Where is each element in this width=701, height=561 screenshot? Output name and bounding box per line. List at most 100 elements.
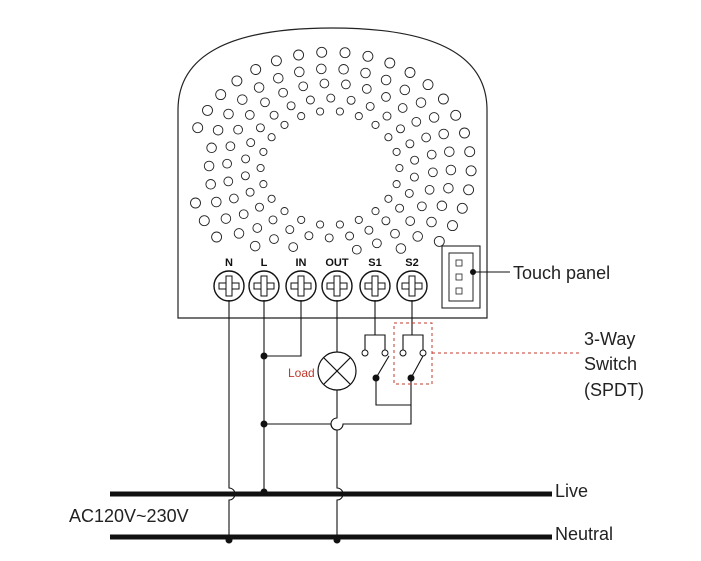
vent-hole (365, 101, 375, 111)
vent-hole (326, 93, 336, 103)
terminal-screw-n (213, 270, 245, 302)
vent-hole (238, 209, 249, 220)
vent-hole (203, 160, 215, 172)
vent-hole (192, 122, 204, 134)
vent-hole (456, 202, 468, 214)
terminal-screw-s1 (359, 270, 391, 302)
vent-hole (436, 200, 448, 212)
vent-hole (304, 231, 314, 241)
vent-hole (223, 176, 234, 187)
vent-hole (297, 215, 306, 224)
terminal-screw-out (321, 270, 353, 302)
terminal-screw-in (285, 270, 317, 302)
vent-hole (198, 215, 210, 227)
vent-hole (285, 225, 295, 235)
vent-hole (269, 110, 279, 120)
voltage-label: AC120V~230V (69, 506, 189, 526)
vent-hole (381, 92, 391, 102)
vent-hole (278, 87, 288, 98)
vent-hole (324, 233, 334, 243)
vent-hole (286, 101, 296, 111)
vent-hole (395, 203, 405, 213)
wires (228, 300, 580, 540)
vent-hole (392, 147, 401, 156)
vent-hole (380, 74, 392, 86)
vent-hole (269, 234, 279, 244)
vent-hole (382, 111, 392, 121)
vent-hole (260, 97, 270, 108)
vent-hole (445, 164, 457, 176)
vent-hole (255, 123, 265, 133)
vent-hole (399, 84, 411, 96)
vent-hole (316, 220, 325, 229)
vent-hole (297, 112, 306, 121)
vent-hole (215, 89, 227, 101)
vent-hole (362, 50, 374, 62)
wire-n-neutral (228, 300, 236, 540)
vent-hole (288, 242, 299, 252)
vent-hole (450, 109, 462, 121)
vent-hole (381, 216, 391, 226)
vent-hole (335, 220, 344, 229)
vent-hole (426, 216, 437, 228)
vent-hole (250, 64, 262, 75)
vent-hole (354, 215, 363, 224)
vent-hole (253, 82, 265, 93)
wire-load-neutral (330, 390, 344, 540)
vent-hole (447, 220, 458, 232)
vent-hole (410, 155, 420, 165)
vent-hole (444, 146, 455, 157)
vent-hole (244, 110, 255, 120)
vent-hole (415, 97, 427, 108)
switch-junctions (372, 374, 415, 382)
vent-hole (241, 154, 251, 164)
vent-hole (396, 124, 405, 134)
vent-hole (428, 112, 440, 123)
wire-s2 (402, 300, 413, 350)
vent-hole (316, 63, 327, 75)
touch-panel-connector (441, 245, 510, 309)
vent-hole (364, 225, 374, 235)
vent-hole (211, 196, 222, 208)
vent-hole (252, 223, 263, 233)
vent-hole (229, 193, 239, 204)
wire-s1 (364, 300, 376, 350)
vent-hole (351, 244, 362, 255)
vent-hole (319, 78, 330, 89)
vent-hole (293, 49, 305, 61)
vent-hole (205, 179, 216, 190)
vent-holes (190, 46, 477, 255)
vent-hole (259, 147, 268, 156)
vent-hole (405, 216, 416, 226)
vent-hole (421, 132, 431, 143)
vent-hole (346, 95, 356, 105)
vent-hole (412, 231, 423, 242)
touch-panel-label: Touch panel (513, 263, 610, 283)
live-label: Live (555, 481, 588, 501)
vent-hole (233, 124, 243, 135)
vent-hole (437, 93, 449, 105)
vent-hole (341, 79, 351, 90)
terminal-label-l: L (261, 257, 268, 269)
vent-hole (404, 188, 414, 198)
vent-hole (411, 116, 422, 127)
vent-hole (397, 103, 408, 113)
vent-hole (237, 94, 248, 105)
vent-hole (422, 79, 434, 91)
vent-hole (405, 139, 415, 149)
vent-hole (464, 146, 476, 158)
vent-hole (280, 207, 289, 216)
terminal-label-n: N (225, 257, 233, 269)
vent-hole (245, 187, 255, 197)
vent-hole (273, 72, 284, 84)
vent-hole (220, 213, 232, 224)
vent-hole (417, 201, 427, 212)
terminal-label-out: OUT (325, 257, 349, 269)
vent-hole (371, 207, 380, 216)
vent-hole (404, 67, 416, 78)
vent-hole (316, 46, 328, 58)
vent-hole (390, 228, 400, 239)
switch-contacts (361, 349, 427, 357)
vent-hole (280, 120, 289, 129)
load-label: Load (288, 366, 315, 380)
